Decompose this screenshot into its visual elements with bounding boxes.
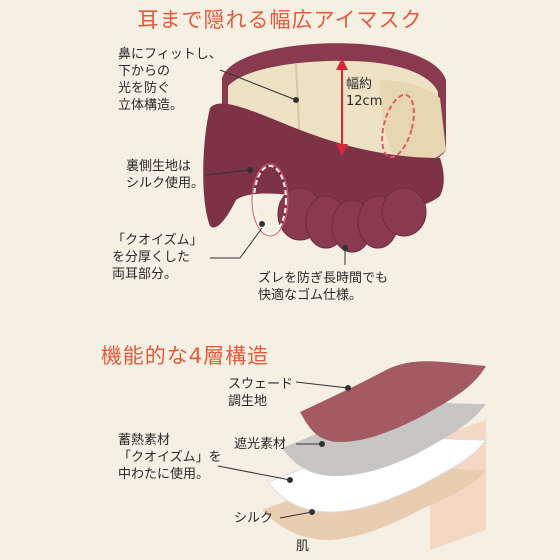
quoism-layer-label: 蓄熱素材 「クオイズム」を 中わたに使用。: [118, 433, 222, 482]
skin-label: 肌: [296, 539, 310, 554]
layer-structure-title: 機能的な4層構造: [100, 344, 270, 368]
ear-padding-note: 「クオイズム」 を分厚くした 両耳部分。: [112, 233, 203, 282]
silk-lining-note: 裏側生地は シルク使用。: [126, 159, 205, 191]
headline: 耳まで隠れる幅広アイマスク: [137, 8, 423, 32]
width-arrow-icon: [336, 58, 348, 156]
eye-mask-image: [203, 43, 446, 253]
blackout-layer-label: 遮光素材: [234, 437, 287, 452]
elastic-band-note: ズレを防ぎ長時間でも 快適なゴム仕様。: [258, 271, 389, 303]
suede-layer-label: スウェード 調生地: [228, 377, 294, 409]
silk-layer-label: シルク: [234, 511, 274, 526]
width-label: 幅約 12cm: [346, 77, 383, 109]
layer-diagram: [262, 361, 487, 550]
nose-fit-note: 鼻にフィットし、 下からの 光を防ぐ 立体構造。: [118, 47, 222, 113]
